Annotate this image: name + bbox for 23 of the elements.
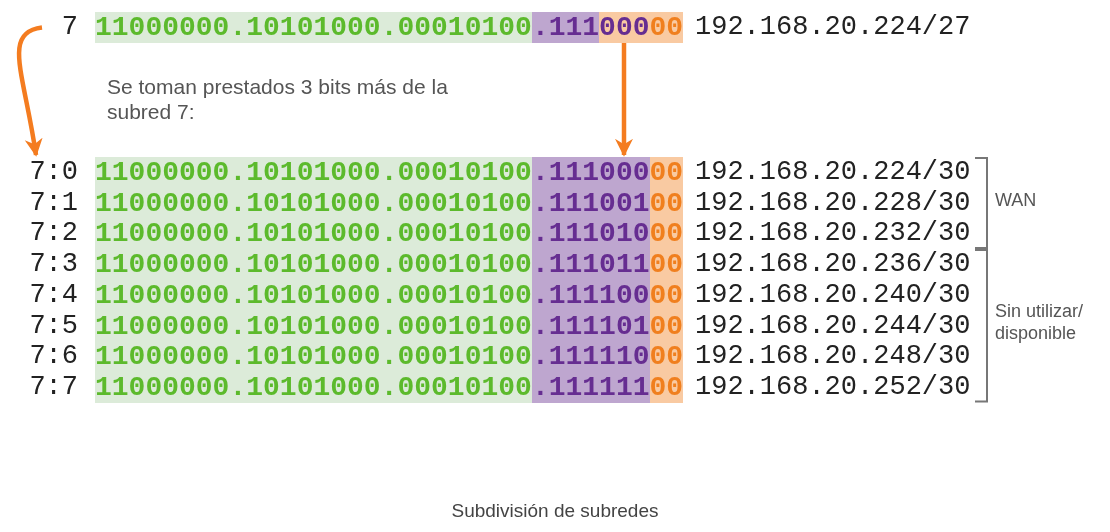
arrow bbox=[615, 43, 633, 157]
subnet-label: 7:5 bbox=[10, 310, 78, 342]
ip-address: 192.168.20.248/30 bbox=[695, 341, 971, 373]
subnet-label: 7:2 bbox=[10, 218, 78, 250]
note-text: Se toman prestados 3 bits más de la subred 7: bbox=[107, 74, 449, 124]
subnet-label: 7:0 bbox=[10, 157, 78, 188]
ip-address: 192.168.20.224/30 bbox=[695, 157, 971, 188]
ip-address: 192.168.20.236/30 bbox=[695, 249, 971, 281]
group-label: WAN bbox=[995, 189, 1038, 212]
ip-address: 192.168.20.244/30 bbox=[695, 310, 971, 342]
subnet-label: 7:1 bbox=[10, 187, 78, 219]
subnet-label: 7:4 bbox=[10, 279, 78, 311]
subnet-label: 7:6 bbox=[10, 341, 78, 373]
caption: Subdivisión de subredes bbox=[450, 500, 660, 522]
ip-address: 192.168.20.228/30 bbox=[695, 187, 971, 219]
ip-address: 192.168.20.232/30 bbox=[695, 218, 971, 250]
subnet-label: 7:7 bbox=[10, 371, 78, 403]
ip-address: 192.168.20.224/27 bbox=[695, 12, 971, 43]
subnet-label: 7 bbox=[20, 12, 78, 43]
subnet-label: 7:3 bbox=[10, 249, 78, 281]
ip-address: 192.168.20.240/30 bbox=[695, 279, 971, 311]
group-label: Sin utilizar/ disponible bbox=[995, 299, 1085, 344]
ip-address: 192.168.20.252/30 bbox=[695, 371, 971, 403]
